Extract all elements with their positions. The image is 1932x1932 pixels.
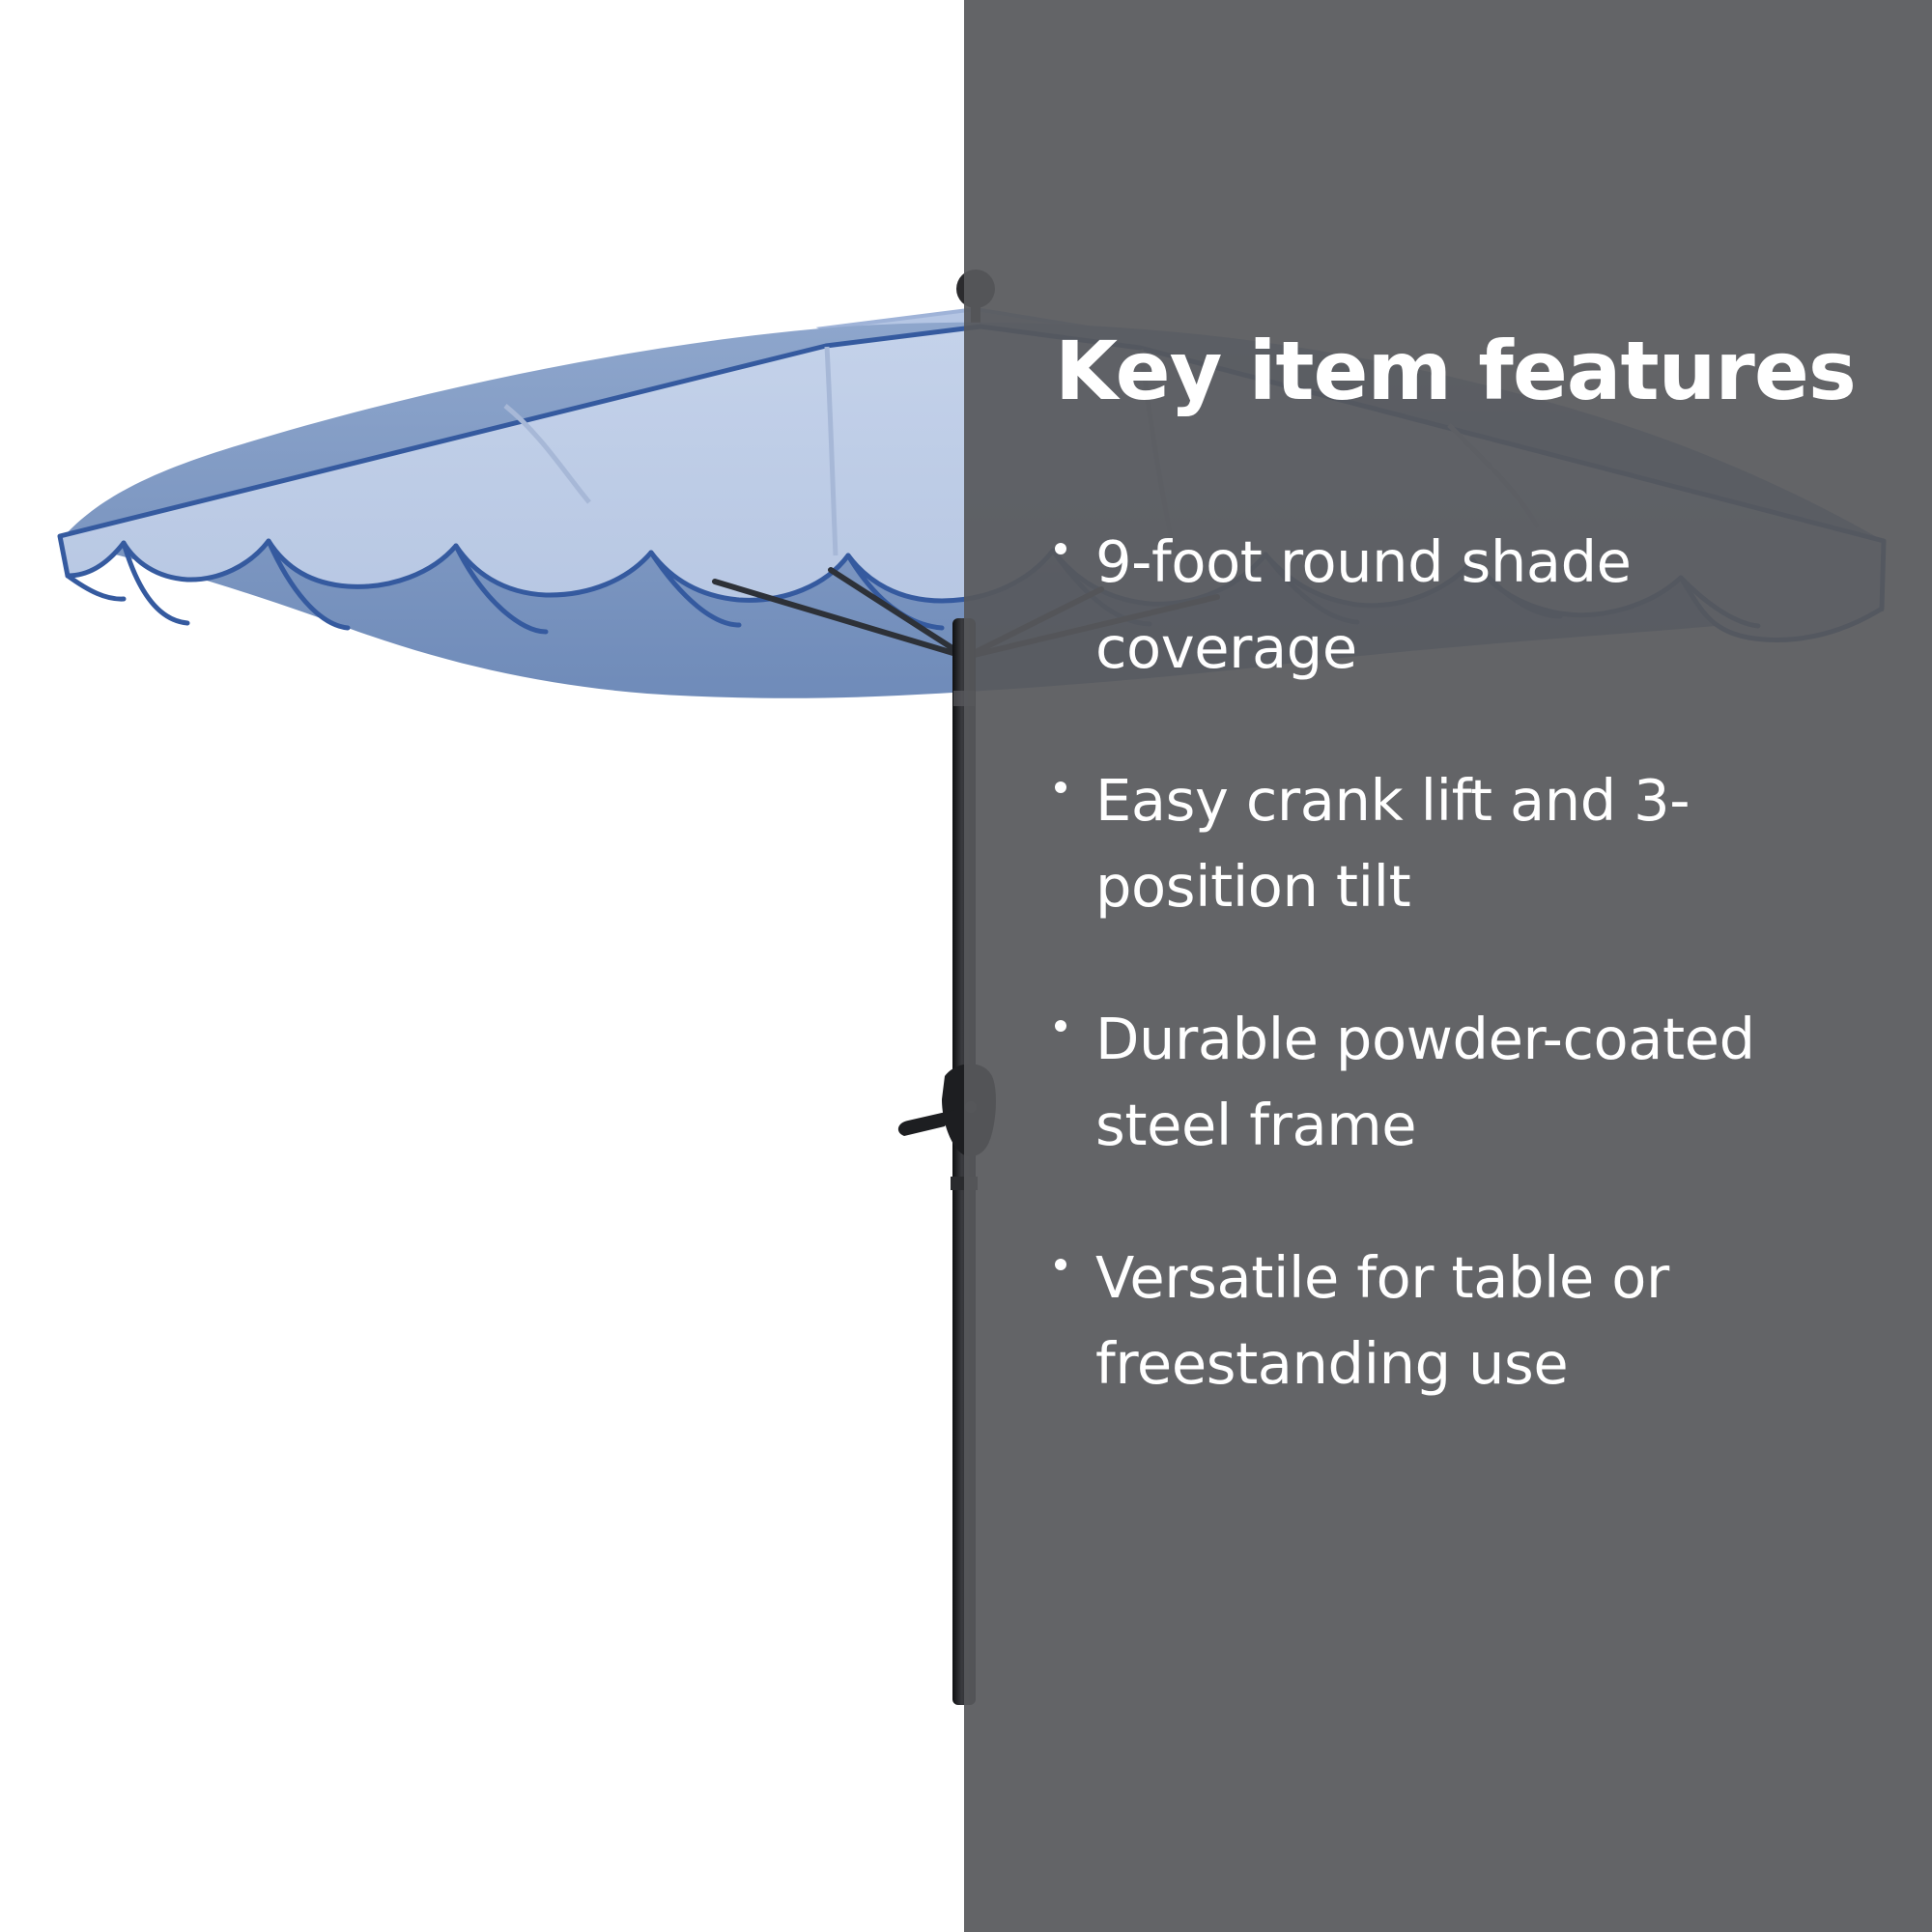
feature-item-crank-tilt: Easy crank lift and 3-position tilt [1055, 758, 1857, 929]
feature-content: Key item features 9-foot round shade cov… [1055, 328, 1857, 1406]
bullet-dot-icon [1055, 543, 1066, 555]
feature-item-versatile-use: Versatile for table or freestanding use [1055, 1236, 1857, 1406]
bullet-dot-icon [1055, 1259, 1066, 1271]
bullet-dot-icon [1055, 781, 1066, 794]
feature-item-shade-coverage: 9-foot round shade coverage [1055, 520, 1857, 691]
feature-text: 9-foot round shade coverage [1095, 528, 1632, 681]
feature-panel [964, 0, 1932, 1932]
feature-text: Durable powder-coated steel frame [1095, 1006, 1755, 1158]
bullet-dot-icon [1055, 1020, 1066, 1033]
page-title: Key item features [1055, 324, 1857, 418]
feature-item-steel-frame: Durable powder-coated steel frame [1055, 997, 1857, 1168]
feature-text: Versatile for table or freestanding use [1095, 1244, 1669, 1397]
feature-list: 9-foot round shade coverage Easy crank l… [1055, 520, 1857, 1406]
feature-text: Easy crank lift and 3-position tilt [1095, 767, 1690, 920]
